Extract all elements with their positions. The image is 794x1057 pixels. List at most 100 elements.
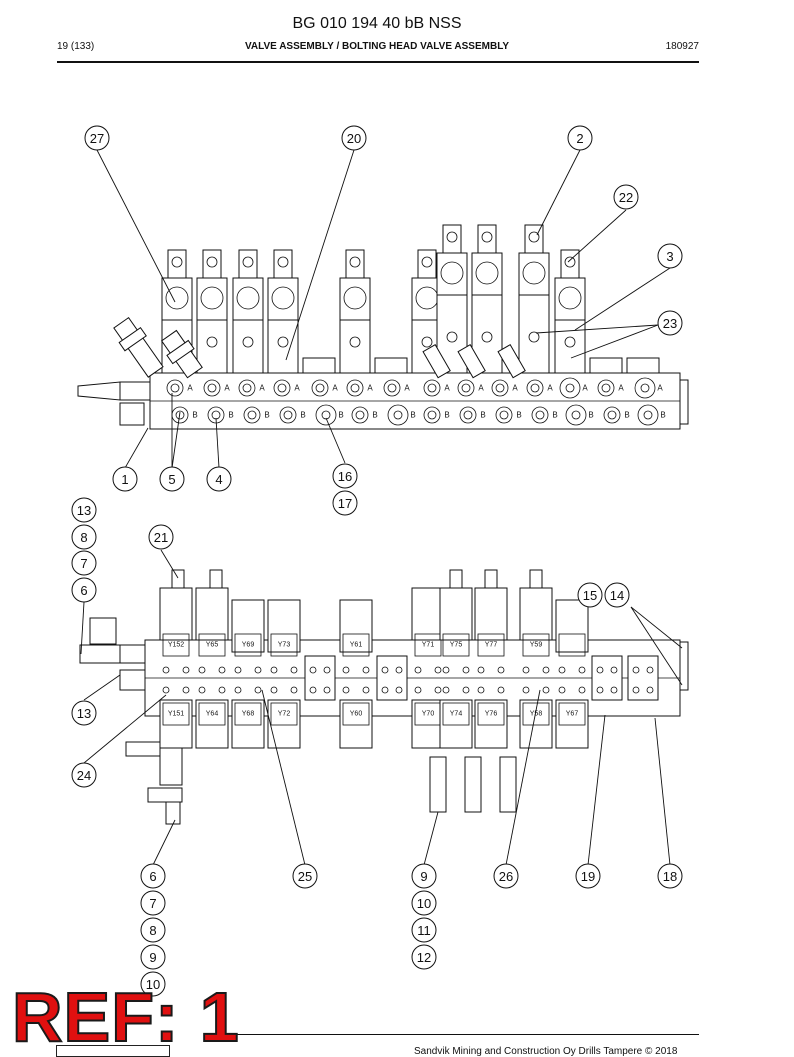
svg-text:2: 2 [576, 131, 583, 146]
svg-text:B: B [660, 411, 665, 420]
callout-12: 12 [411, 944, 437, 970]
callout-4: 4 [206, 466, 232, 492]
callout-8: 8 [140, 917, 166, 943]
svg-text:Y75: Y75 [450, 642, 463, 649]
svg-text:Y73: Y73 [278, 642, 291, 649]
leader-lines [80, 149, 683, 866]
callout-17: 17 [332, 490, 358, 516]
svg-text:17: 17 [338, 496, 352, 511]
svg-text:15: 15 [583, 588, 597, 603]
svg-text:A: A [294, 384, 300, 393]
svg-text:A: A [332, 384, 338, 393]
svg-text:A: A [224, 384, 230, 393]
svg-text:Y64: Y64 [206, 711, 219, 718]
callout-7: 7 [140, 890, 166, 916]
svg-text:A: A [187, 384, 193, 393]
svg-text:10: 10 [417, 896, 431, 911]
svg-text:18: 18 [663, 869, 677, 884]
svg-text:A: A [582, 384, 588, 393]
svg-text:Y68: Y68 [242, 711, 255, 718]
callout-3: 3 [657, 243, 683, 269]
svg-text:27: 27 [90, 131, 104, 146]
callout-26: 26 [493, 863, 519, 889]
callout-6: 6 [71, 577, 97, 603]
callout-16: 16 [332, 463, 358, 489]
svg-text:B: B [444, 411, 449, 420]
svg-text:Y61: Y61 [350, 642, 363, 649]
callout-5: 5 [159, 466, 185, 492]
svg-text:B: B [264, 411, 269, 420]
svg-text:Y59: Y59 [530, 642, 543, 649]
page-number: 19 (133) [57, 41, 95, 52]
document-title: BG 010 194 40 bB NSS [292, 15, 462, 32]
callout-23: 23 [657, 310, 683, 336]
svg-text:A: A [367, 384, 373, 393]
footer-rule [236, 1034, 699, 1035]
svg-text:5: 5 [168, 472, 175, 487]
header-rule [57, 61, 699, 63]
svg-text:Y152: Y152 [168, 642, 184, 649]
svg-text:14: 14 [610, 588, 624, 603]
svg-text:Y58: Y58 [530, 711, 543, 718]
reference-stamp: REF: 1 [11, 978, 240, 1056]
svg-text:4: 4 [215, 472, 222, 487]
svg-text:Y69: Y69 [242, 642, 255, 649]
svg-text:1: 1 [121, 472, 128, 487]
svg-text:Y65: Y65 [206, 642, 219, 649]
svg-text:Y76: Y76 [485, 711, 498, 718]
svg-text:A: A [618, 384, 624, 393]
svg-text:9: 9 [420, 869, 427, 884]
callout-11: 11 [411, 917, 437, 943]
callout-22: 22 [613, 184, 639, 210]
svg-text:A: A [657, 384, 663, 393]
svg-text:A: A [512, 384, 518, 393]
svg-text:Y74: Y74 [450, 711, 463, 718]
svg-text:7: 7 [80, 556, 87, 571]
svg-text:25: 25 [298, 869, 312, 884]
callout-8: 8 [71, 524, 97, 550]
svg-text:8: 8 [80, 530, 87, 545]
svg-text:B: B [552, 411, 557, 420]
svg-text:B: B [588, 411, 593, 420]
svg-text:26: 26 [499, 869, 513, 884]
svg-text:9: 9 [149, 950, 156, 965]
svg-text:16: 16 [338, 469, 352, 484]
svg-text:6: 6 [149, 869, 156, 884]
callout-27: 27 [84, 125, 110, 151]
svg-text:Y70: Y70 [422, 711, 435, 718]
svg-text:23: 23 [663, 316, 677, 331]
svg-text:Y67: Y67 [566, 711, 579, 718]
callout-13: 13 [71, 497, 97, 523]
callout-15: 15 [577, 582, 603, 608]
callout-13: 13 [71, 700, 97, 726]
callout-1: 1 [112, 466, 138, 492]
svg-text:A: A [259, 384, 265, 393]
svg-text:A: A [444, 384, 450, 393]
callout-6: 6 [140, 863, 166, 889]
svg-text:Y71: Y71 [422, 642, 435, 649]
callout-19: 19 [575, 863, 601, 889]
callout-7: 7 [71, 550, 97, 576]
svg-text:Y151: Y151 [168, 711, 184, 718]
callout-2: 2 [567, 125, 593, 151]
svg-text:B: B [228, 411, 233, 420]
footer-copyright: Sandvik Mining and Construction Oy Drill… [414, 1046, 678, 1057]
svg-text:21: 21 [154, 530, 168, 545]
svg-text:Y72: Y72 [278, 711, 291, 718]
callout-14: 14 [604, 582, 630, 608]
svg-text:B: B [516, 411, 521, 420]
section-title: VALVE ASSEMBLY / BOLTING HEAD VALVE ASSE… [244, 41, 510, 52]
svg-text:24: 24 [77, 768, 91, 783]
svg-text:A: A [478, 384, 484, 393]
svg-text:B: B [300, 411, 305, 420]
svg-text:Y60: Y60 [350, 711, 363, 718]
callout-25: 25 [292, 863, 318, 889]
svg-text:B: B [624, 411, 629, 420]
callout-20: 20 [341, 125, 367, 151]
callout-21: 21 [148, 524, 174, 550]
svg-text:10: 10 [146, 977, 160, 992]
svg-text:20: 20 [347, 131, 361, 146]
